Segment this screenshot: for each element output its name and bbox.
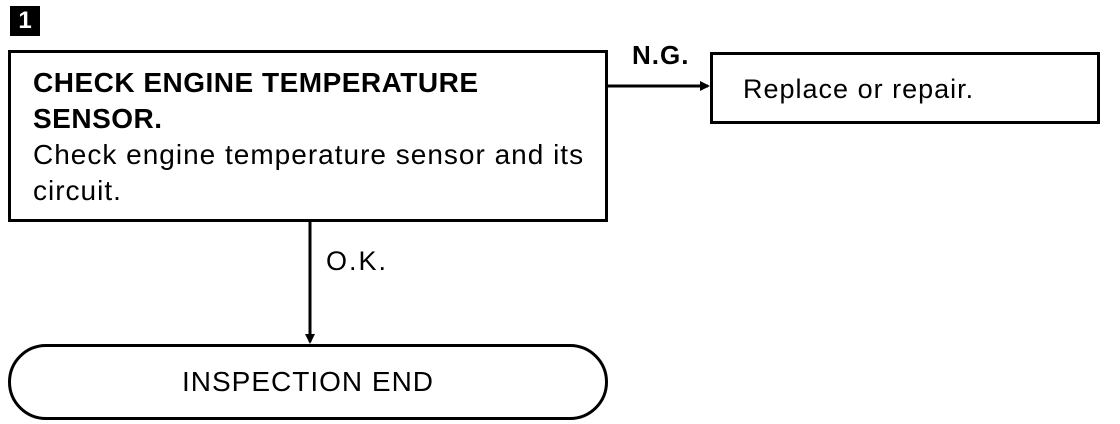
ng-action-box: Replace or repair. xyxy=(710,52,1100,124)
check-step-box: CHECK ENGINE TEMPERATURE SENSOR. Check e… xyxy=(8,50,608,222)
inspection-end-label: INSPECTION END xyxy=(181,366,435,397)
ok-branch-label: O.K. xyxy=(326,246,389,276)
ng-branch-label: N.G. xyxy=(632,40,690,70)
step-number-badge: 1 xyxy=(10,6,40,36)
check-step-description: Check engine temperature sensor and its … xyxy=(33,139,585,206)
inspection-end-terminator: INSPECTION END xyxy=(8,344,608,420)
ng-action-text: Replace or repair. xyxy=(743,74,975,104)
check-step-title: CHECK ENGINE TEMPERATURE SENSOR. xyxy=(33,67,479,134)
